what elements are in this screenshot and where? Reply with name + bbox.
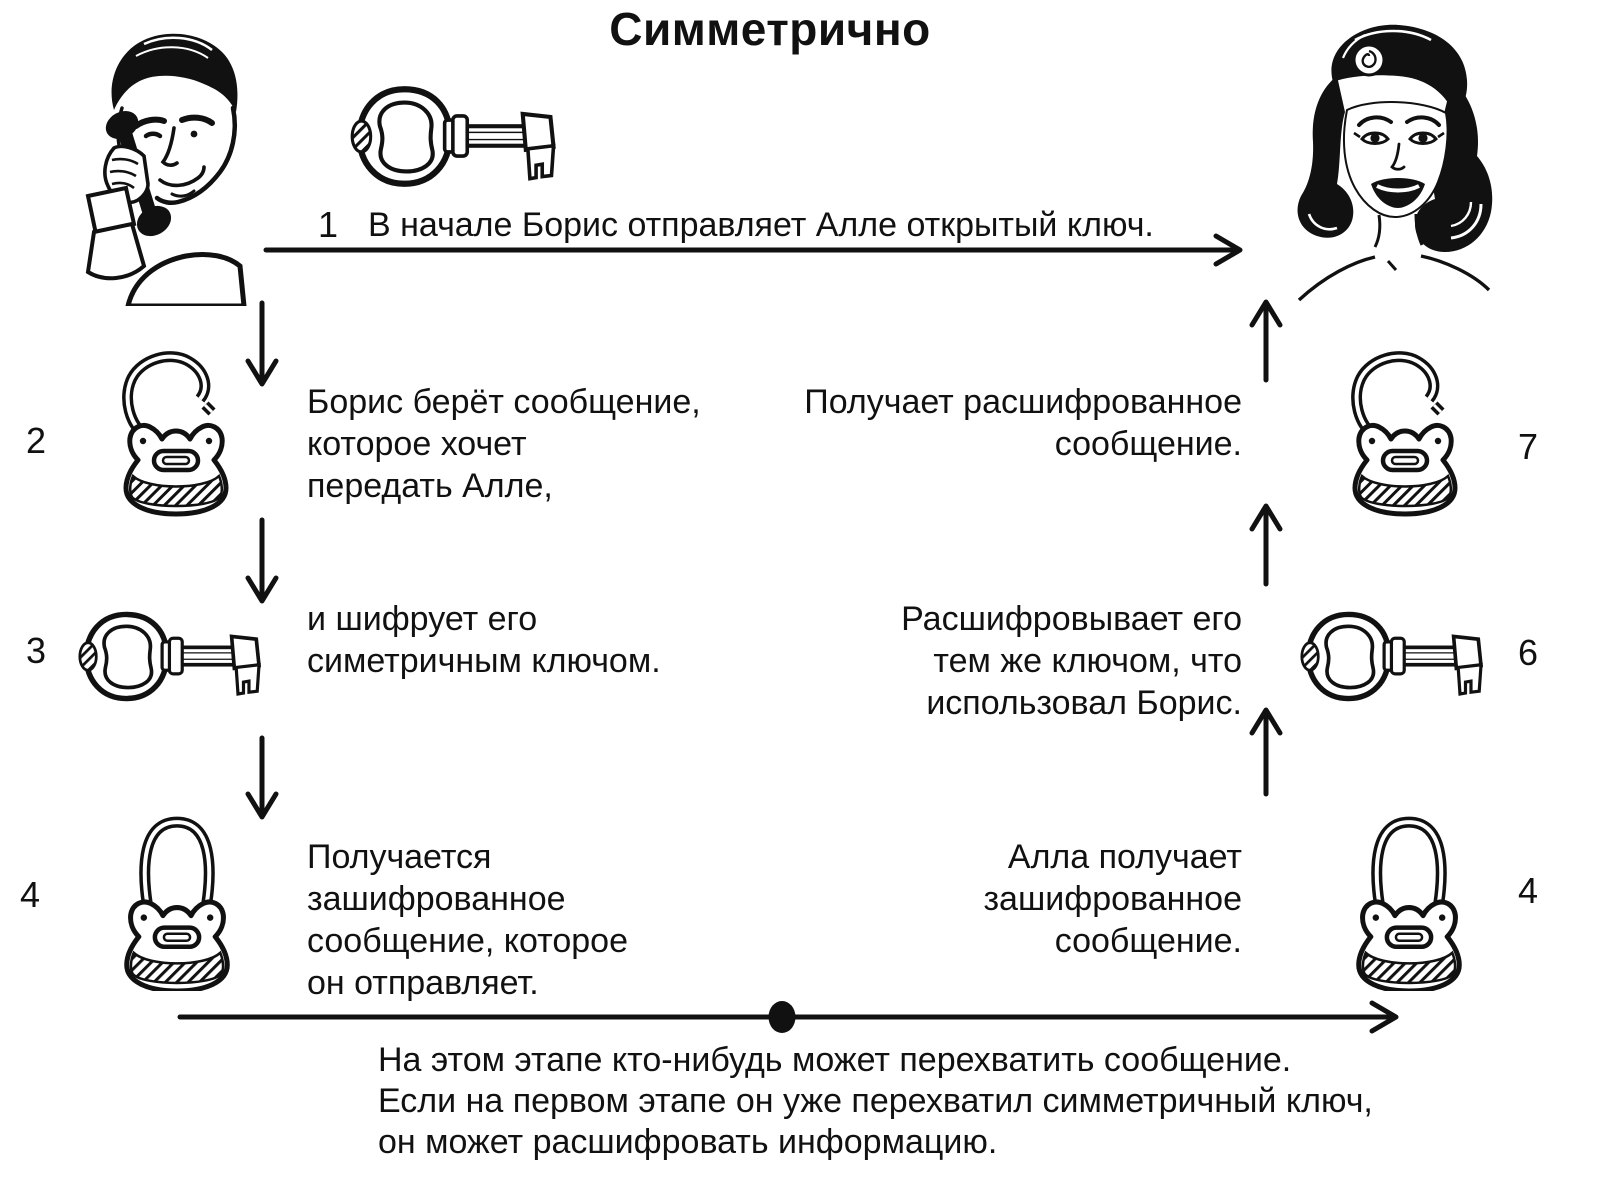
arrow-step4-to-step6	[1249, 707, 1283, 797]
step-text: В начале Борис отправляет Алле открытый …	[368, 206, 1154, 244]
step-text: Алла получает зашифрованное сообщение.	[983, 838, 1242, 960]
interception-note: На этом этапе кто-нибудь может перехвати…	[378, 1041, 1373, 1161]
arrow-boris-down	[245, 300, 279, 387]
step-text: Борис берёт сообщение, которое хочет пер…	[307, 383, 701, 505]
step-text: Расшифровывает его тем же ключом, что ис…	[901, 600, 1242, 722]
interception-point-dot	[768, 1001, 796, 1033]
step-number: 7	[1518, 426, 1539, 467]
closed-padlock-icon	[116, 798, 238, 991]
step-number: 6	[1518, 632, 1539, 673]
open-padlock-icon	[1345, 348, 1465, 518]
key-icon	[350, 80, 566, 193]
arrow-step2-to-step3	[245, 517, 279, 604]
open-padlock-icon	[116, 348, 236, 518]
arrow-step7-to-alla	[1249, 299, 1283, 383]
diagram-title: Симметрично	[609, 3, 931, 55]
step-text: Получается зашифрованное сообщение, кото…	[307, 838, 628, 1002]
step-text: Получает расшифрованное сообщение.	[804, 383, 1242, 463]
step-number: 1	[318, 204, 339, 245]
arrow-interception-channel	[177, 1000, 1399, 1034]
key-icon	[78, 606, 270, 707]
closed-padlock-icon	[1348, 798, 1470, 991]
arrow-step6-to-step7	[1249, 503, 1283, 587]
step-number: 3	[26, 630, 47, 671]
step-number: 4	[20, 874, 41, 915]
man-on-phone-illustration	[70, 28, 250, 306]
key-icon	[1300, 606, 1492, 707]
step-number: 2	[26, 420, 47, 461]
arrow-step3-to-step4	[245, 735, 279, 820]
woman-portrait-illustration	[1284, 18, 1506, 308]
step-text: и шифрует его симетричным ключом.	[307, 600, 661, 680]
step-number: 4	[1518, 870, 1539, 911]
